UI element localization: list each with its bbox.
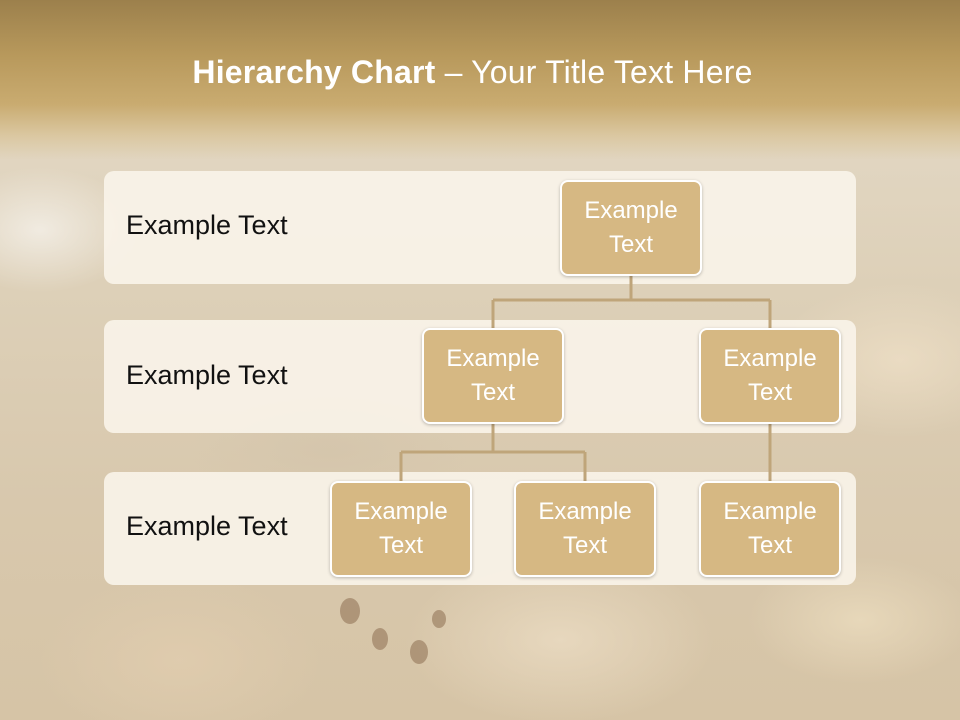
level-label-2: Example Text xyxy=(126,360,288,390)
background-speck xyxy=(372,628,388,650)
background-speck xyxy=(410,640,428,664)
node-root[interactable]: Example Text xyxy=(560,180,702,276)
node-level2-left[interactable]: Example Text xyxy=(422,328,564,424)
node-level2-right-text: Example Text xyxy=(723,345,817,406)
node-root-text: Example Text xyxy=(584,197,678,258)
title-dash: – xyxy=(435,54,472,90)
node-level3-right[interactable]: Example Text xyxy=(699,481,841,577)
node-level2-right[interactable]: Example Text xyxy=(699,328,841,424)
node-level3-middle[interactable]: Example Text xyxy=(514,481,656,577)
title-rest: Your Title Text Here xyxy=(471,54,753,90)
node-level3-right-text: Example Text xyxy=(723,498,817,559)
title-bar xyxy=(0,0,960,160)
connector-level2-left-to-level3 xyxy=(399,420,587,482)
level-label-3: Example Text xyxy=(126,511,288,541)
background-speck xyxy=(340,598,360,624)
background-speck xyxy=(432,610,446,628)
title-bold-part: Hierarchy Chart xyxy=(192,54,436,90)
node-level3-left[interactable]: Example Text xyxy=(330,481,472,577)
node-level3-middle-text: Example Text xyxy=(538,498,632,559)
node-level3-left-text: Example Text xyxy=(354,498,448,559)
node-level2-left-text: Example Text xyxy=(446,345,540,406)
level-label-1: Example Text xyxy=(126,210,288,240)
connector-root-to-level2 xyxy=(491,274,772,330)
slide-title: Hierarchy Chart – Your Title Text Here xyxy=(0,54,945,91)
level-band-1 xyxy=(104,171,856,284)
